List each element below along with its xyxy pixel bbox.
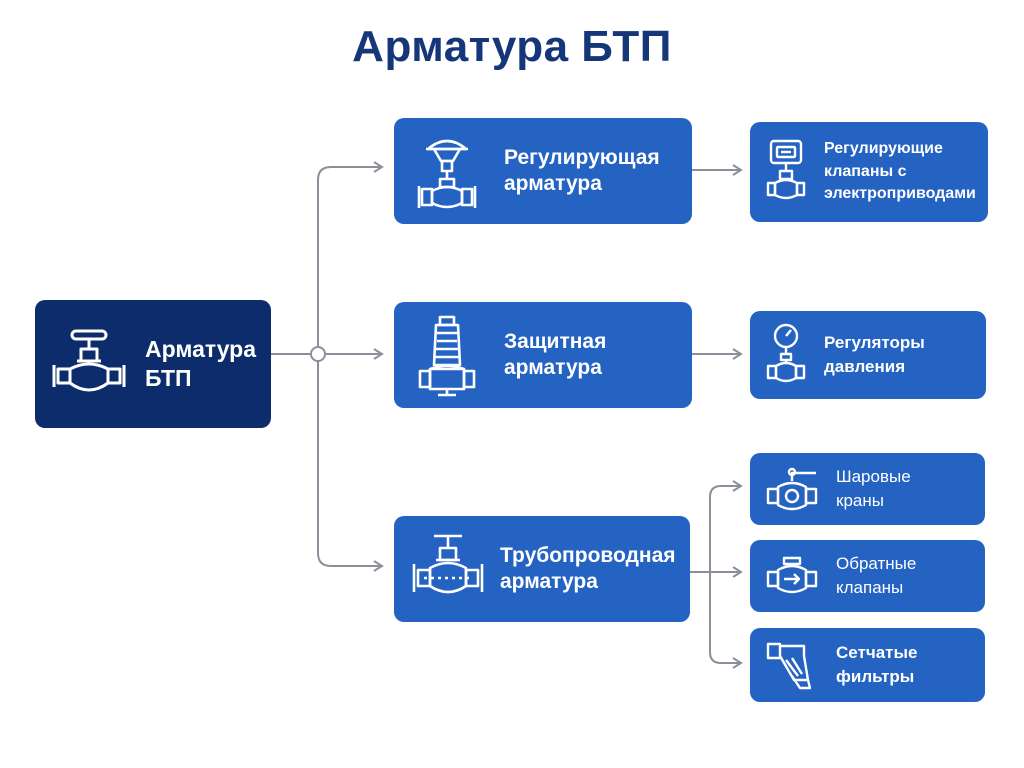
leaf-electric-valves-line-3: электроприводами — [824, 185, 976, 203]
control-valve-icon — [414, 131, 480, 211]
leaf-ball-valves-line-2: краны — [836, 491, 884, 510]
root-label: Арматура БТП — [145, 335, 256, 393]
arrow-to-pipeline — [317, 361, 384, 572]
category-pipeline-line-2: арматура — [500, 570, 598, 593]
leaf-check-valves-line-2: клапаны — [836, 578, 904, 597]
leaf-electric-valves-label: Регулирующие клапаны с электроприводами — [824, 138, 976, 205]
root-node: Арматура БТП — [35, 300, 271, 428]
arrow-to-ball-valves — [709, 480, 743, 572]
category-protective-line-2: арматура — [504, 356, 602, 379]
leaf-ball-valves-label: Шаровые краны — [836, 465, 911, 513]
leaf-pressure-regulators-line-2: давления — [824, 357, 906, 376]
category-regulating-label: Регулирующая арматура — [504, 145, 660, 198]
category-pipeline-line-1: Трубопроводная — [500, 543, 676, 567]
leaf-pressure-regulators-label: Регуляторы давления — [824, 331, 925, 379]
category-regulating-line-1: Регулирующая — [504, 145, 660, 169]
leaf-pressure-regulators-line-1: Регуляторы — [824, 333, 925, 353]
leaf-check-valves-label: Обратные клапаны — [836, 552, 916, 600]
leaf-ball-valves: Шаровые краны — [750, 453, 985, 525]
junction-dot — [310, 346, 326, 362]
leaf-strainers-label: Сетчатые фильтры — [836, 641, 917, 689]
root-label-line-2: БТП — [145, 365, 192, 391]
pressure-gauge-valve-icon — [764, 322, 808, 388]
category-regulating-line-2: арматура — [504, 172, 602, 195]
leaf-electric-valves-line-2: клапаны с — [824, 162, 907, 180]
category-protective-label: Защитная арматура — [504, 329, 606, 382]
electric-actuator-valve-icon — [764, 137, 808, 207]
category-regulating: Регулирующая арматура — [394, 118, 692, 224]
leaf-strainers: Сетчатые фильтры — [750, 628, 985, 702]
leaf-check-valves: Обратные клапаны — [750, 540, 985, 612]
arrow-to-strainers — [709, 572, 743, 669]
leaf-pressure-regulators: Регуляторы давления — [750, 311, 986, 399]
leaf-strainers-line-1: Сетчатые — [836, 643, 918, 663]
safety-valve-icon — [414, 313, 480, 397]
leaf-check-valves-line-1: Обратные — [836, 554, 917, 574]
pipeline-valve-icon — [410, 529, 486, 609]
leaf-electric-valves-line-1: Регулирующие — [824, 140, 943, 158]
check-valve-icon — [764, 548, 820, 604]
root-label-line-1: Арматура — [145, 336, 257, 363]
gate-valve-icon — [49, 324, 129, 404]
leaf-strainers-line-2: фильтры — [836, 667, 915, 686]
category-pipeline: Трубопроводная арматура — [394, 516, 690, 622]
leaf-electric-valves: Регулирующие клапаны с электроприводами — [750, 122, 988, 222]
leaf-ball-valves-line-1: Шаровые — [836, 467, 911, 487]
category-pipeline-label: Трубопроводная арматура — [500, 543, 676, 596]
category-protective: Защитная арматура — [394, 302, 692, 408]
ball-valve-icon — [764, 461, 820, 517]
page-title: Арматура БТП — [352, 22, 672, 71]
category-protective-line-1: Защитная — [504, 329, 607, 353]
strainer-icon — [764, 636, 820, 694]
arrow-to-regulating — [317, 161, 384, 347]
